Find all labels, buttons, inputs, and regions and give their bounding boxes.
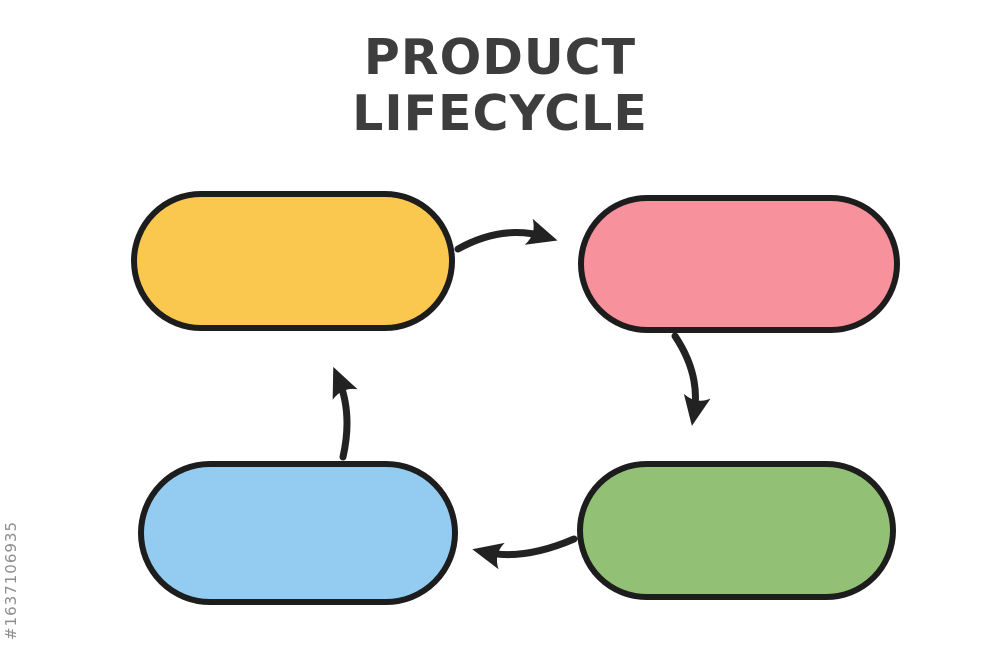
- stock-watermark: #1637106935: [2, 520, 20, 640]
- title-line-1: PRODUCT: [363, 29, 637, 86]
- arrow-bottom-left-icon: [472, 535, 578, 570]
- arrow-top-right-icon: [454, 218, 558, 253]
- stage-pill-bottom-right: [577, 461, 896, 600]
- stage-pill-top-right: [578, 195, 900, 333]
- title-line-2: LIFECYCLE: [352, 84, 648, 142]
- diagram-title: PRODUCT LIFECYCLE: [0, 30, 1000, 142]
- stage-pill-top-left: [131, 191, 455, 331]
- arrow-left-up-icon: [332, 366, 358, 461]
- stage-pill-bottom-left: [138, 461, 458, 605]
- arrow-right-down-icon: [671, 332, 711, 426]
